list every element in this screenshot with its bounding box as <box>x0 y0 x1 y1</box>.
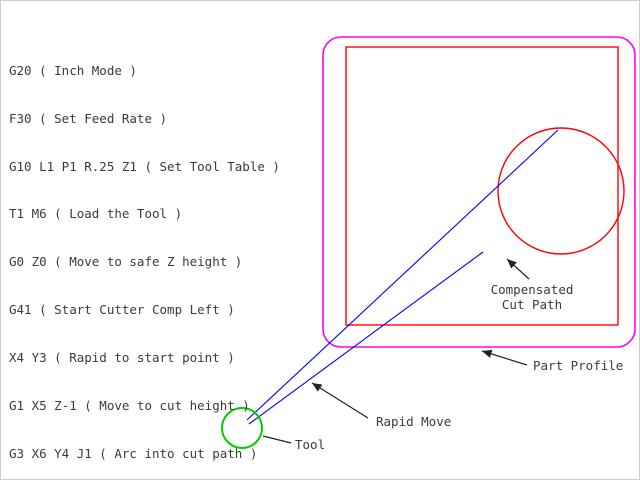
entry-move-line <box>246 129 559 421</box>
gcode-line: G3 X6 Y4 J1 ( Arc into cut path ) <box>9 445 258 461</box>
gcode-line: G41 ( Start Cutter Comp Left ) <box>9 302 235 318</box>
tool-pointer-line <box>262 435 292 444</box>
part-profile-arrow <box>481 349 528 366</box>
gcode-line: G20 ( Inch Mode ) <box>9 62 137 78</box>
compensated-cut-path-label-line2: Cut Path <box>502 297 562 312</box>
gcode-listing: G20 ( Inch Mode ) F30 ( Set Feed Rate ) … <box>9 31 295 479</box>
rapid-move-arrow <box>311 382 369 419</box>
compensated-cut-path-arrow <box>506 258 530 280</box>
lead-arc-circle <box>497 127 625 255</box>
part-profile-outline <box>322 36 636 348</box>
tool-circle <box>221 407 263 449</box>
gcode-line: F30 ( Set Feed Rate ) <box>9 110 168 126</box>
gcode-line: G10 L1 P1 R.25 Z1 ( Set Tool Table ) <box>9 158 280 174</box>
part-profile-label: Part Profile <box>533 358 623 373</box>
gcode-line: T1 M6 ( Load the Tool ) <box>9 206 183 222</box>
gcode-line: X4 Y3 ( Rapid to start point ) <box>9 350 235 366</box>
compensated-cut-path-label-line1: Compensated <box>491 282 574 297</box>
gcode-line: G1 X5 Z-1 ( Move to cut height ) <box>9 397 250 413</box>
compensated-cut-path-rect <box>345 46 619 326</box>
gcode-line: G0 Z0 ( Move to safe Z height ) <box>9 254 243 270</box>
rapid-move-label: Rapid Move <box>376 414 451 429</box>
tool-label: Tool <box>295 437 325 452</box>
rapid-move-line <box>248 251 484 425</box>
